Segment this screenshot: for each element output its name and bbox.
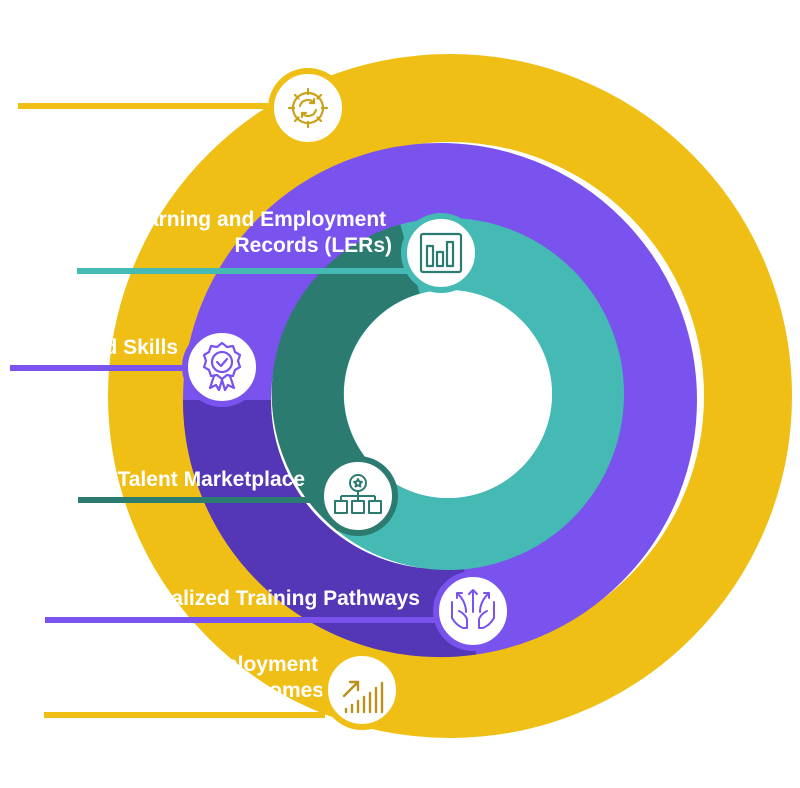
icon-badge-ai-engine: [268, 68, 348, 148]
middle-ring-purple-shade: [183, 399, 477, 658]
item-training-pathways: Personalized Training Pathways: [45, 571, 513, 651]
gear-cycle-icon: [287, 87, 329, 129]
label-employment-outcomes-line-1: Enhanced Employment: [86, 653, 318, 676]
item-verified-skills: Verified Skills: [10, 327, 262, 407]
label-verified-skills-line-1: Verified Skills: [41, 336, 178, 359]
label-talent-marketplace: Talent Marketplace: [117, 468, 305, 491]
icon-badge-employment-outcomes: [322, 650, 402, 730]
label-employment-outcomes: Enhanced Employment Outcomes: [86, 653, 324, 702]
icon-badge-verified-skills: [182, 327, 262, 407]
label-ai-engine-line-2: Assessment: [138, 72, 262, 95]
label-ai-engine-line-1: AI Engine for Gap: [79, 46, 256, 69]
label-training-pathways-line-1: Personalized Training Pathways: [100, 587, 420, 610]
label-learning-records-line-1: Learning and Employment: [122, 208, 386, 231]
label-learning-records: Learning and Employment Records (LERs): [122, 208, 392, 257]
center-hole: [344, 290, 552, 498]
item-learning-records: Learning and Employment Records (LERs): [77, 208, 481, 293]
item-talent-marketplace: Talent Marketplace: [78, 456, 398, 536]
hands-arrows-icon: [451, 589, 495, 629]
label-learning-records-line-2: Records (LERs): [234, 234, 392, 257]
item-ai-engine: AI Engine for Gap Assessment: [18, 46, 348, 148]
label-employment-outcomes-line-2: Outcomes: [221, 679, 324, 702]
bar-chart-icon: [419, 232, 463, 274]
label-training-pathways: Personalized Training Pathways: [100, 587, 420, 610]
org-star-icon: [334, 474, 382, 514]
label-ai-engine: AI Engine for Gap Assessment: [79, 46, 262, 95]
growth-chart-icon: [342, 680, 384, 714]
label-verified-skills: Verified Skills: [41, 336, 178, 359]
outer-ring-gold: [108, 54, 792, 738]
label-talent-marketplace-line-1: Talent Marketplace: [117, 468, 305, 491]
badge-check-icon: [202, 341, 242, 392]
item-employment-outcomes: Enhanced Employment Outcomes: [44, 650, 402, 730]
